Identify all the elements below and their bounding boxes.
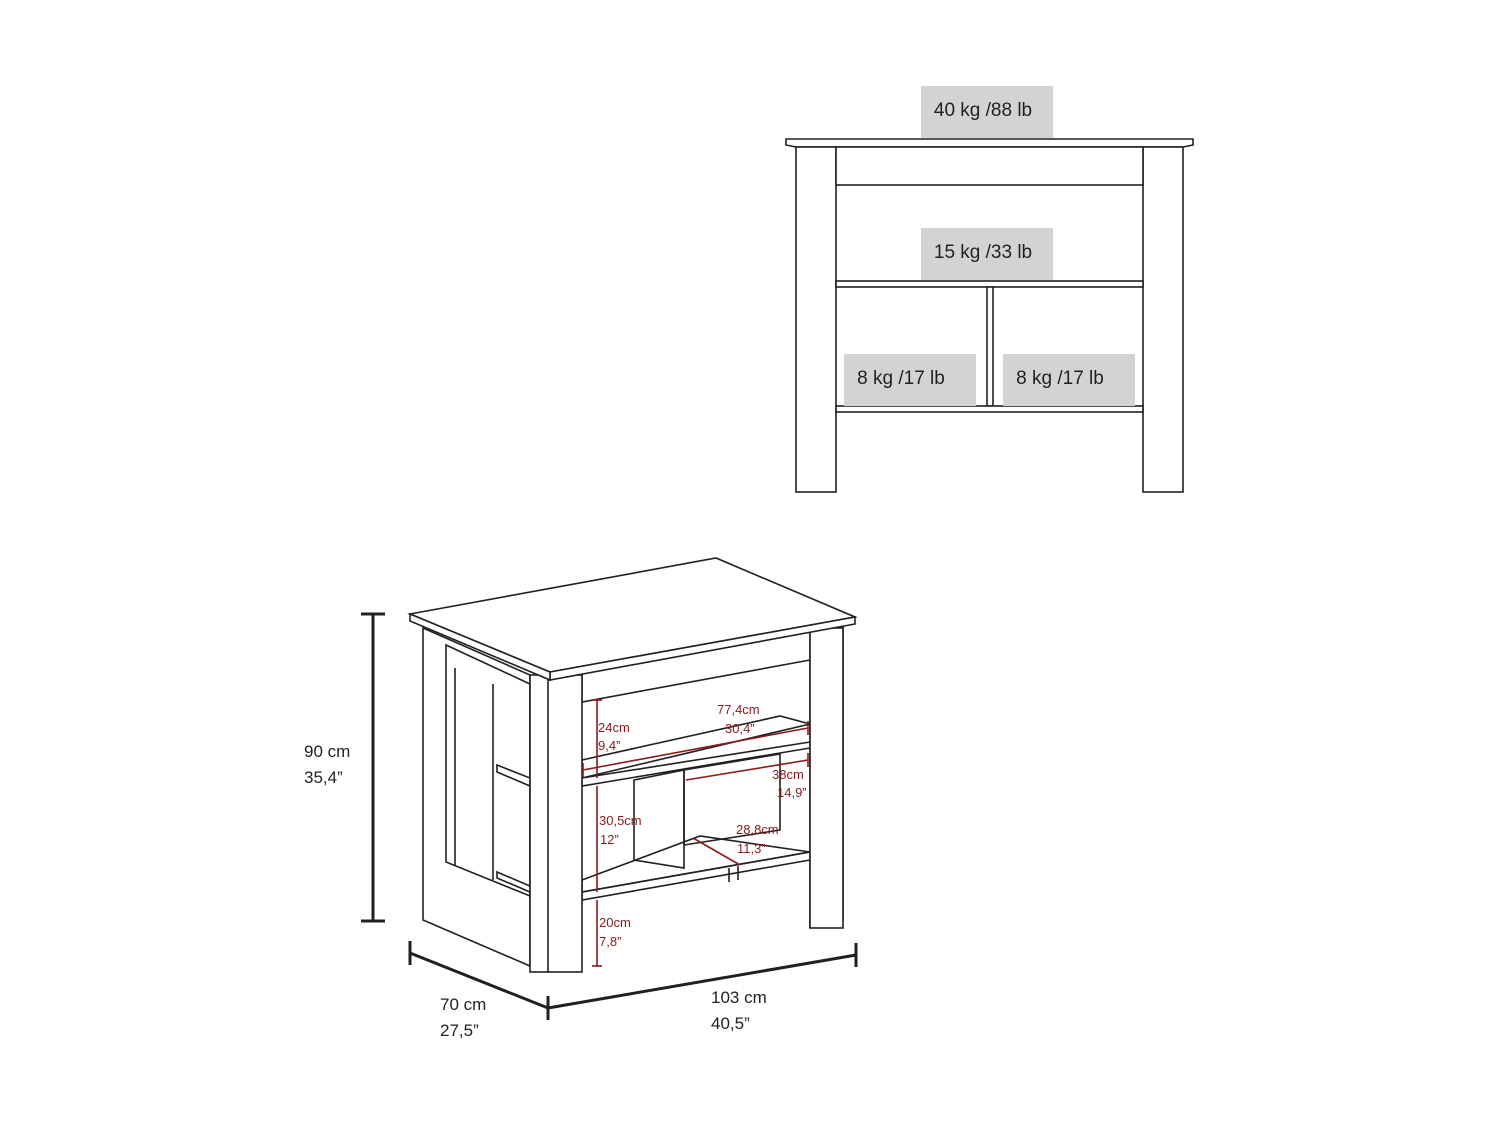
- top-load-text: 40 kg /88 lb: [934, 100, 1032, 121]
- front-bottom-shelf: [835, 405, 1144, 413]
- floor-clearance-in: 7,8”: [599, 934, 621, 949]
- shelf-load-text: 15 kg /33 lb: [934, 242, 1032, 263]
- height-in-label: 35,4”: [304, 768, 343, 787]
- tabletop-side-edge: [409, 612, 551, 682]
- compartment-depth-cm: 38cm: [772, 767, 804, 782]
- compartment-divider: [633, 769, 685, 869]
- front-apron: [835, 146, 1144, 186]
- depth-in-label: 27,5”: [440, 1021, 479, 1040]
- top-load-label: 40 kg /88 lb: [921, 86, 1053, 138]
- compartment-height-in: 12”: [600, 832, 619, 847]
- front-right-leg: [809, 627, 844, 929]
- front-left-leg: [529, 674, 583, 973]
- depth-cm-label: 70 cm: [440, 995, 486, 1014]
- left-side-frame: [422, 626, 531, 968]
- front-left-leg: [795, 146, 837, 493]
- right-compartment-load-text: 8 kg /17 lb: [1016, 368, 1104, 389]
- width-dimension-line: [547, 953, 857, 1010]
- perspective-view: [407, 557, 858, 973]
- compartment-width-cm: 28,8cm: [736, 822, 779, 837]
- height-cm-label: 90 cm: [304, 742, 350, 761]
- shelf-width-in: 30,4”: [725, 721, 755, 736]
- width-in-label: 40,5”: [711, 1014, 750, 1033]
- overall-dimension-lines: 90 cm 35,4” 70 cm 27,5” 103 cm 40,5”: [304, 612, 858, 1040]
- floor-clearance-cm: 20cm: [599, 915, 631, 930]
- bottom-shelf: [581, 851, 811, 901]
- front-right-leg: [1142, 146, 1184, 493]
- front-divider: [986, 286, 994, 407]
- inner-dimension-lines: 24cm 9,4” 77,4cm 30,4” 38cm 14,9” 30,5cm…: [582, 699, 809, 967]
- back-divider: [683, 753, 781, 846]
- shelf-load-label: 15 kg /33 lb: [921, 228, 1053, 280]
- front-middle-shelf: [835, 280, 1144, 288]
- compartment-height-cm: 30,5cm: [599, 813, 642, 828]
- front-tabletop: [785, 138, 1194, 148]
- compartment-width-in: 11,3”: [737, 841, 766, 856]
- left-compartment-load-text: 8 kg /17 lb: [857, 368, 945, 389]
- front-view: 40 kg /88 lb 15 kg /33 lb 8 kg /17 lb 8 …: [785, 86, 1194, 493]
- right-compartment-load-label: 8 kg /17 lb: [1003, 354, 1135, 406]
- compartment-depth-in: 14,9”: [777, 785, 807, 800]
- shelf-width-cm: 77,4cm: [717, 702, 760, 717]
- width-cm-label: 103 cm: [711, 988, 767, 1007]
- left-compartment-load-label: 8 kg /17 lb: [844, 354, 976, 406]
- shelf-gap-cm: 24cm: [598, 720, 630, 735]
- shelf-gap-in: 9,4”: [598, 738, 620, 753]
- depth-dimension-line: [409, 951, 549, 1010]
